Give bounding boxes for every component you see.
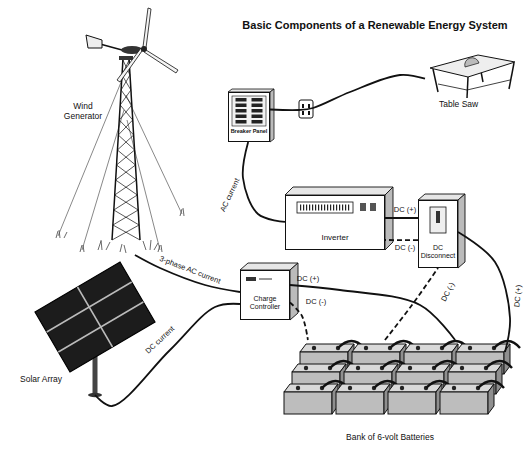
- wire-label: 3-phase AC current: [158, 255, 221, 285]
- outlet-slot: [302, 111, 304, 115]
- outlet-slot: [308, 111, 310, 115]
- saw-table: [430, 55, 515, 77]
- inverter-knob: [360, 203, 366, 211]
- switch-lever: [436, 211, 440, 223]
- inverter-box: Inverter: [285, 195, 385, 250]
- wind-tower: [56, 8, 184, 253]
- saw-leg: [509, 63, 514, 89]
- node-label: Table Saw: [439, 100, 499, 110]
- panel-face: [35, 262, 155, 372]
- outlet-slot: [308, 104, 310, 108]
- node-label: Inverter: [286, 234, 384, 243]
- switch-plate: [430, 207, 446, 233]
- saw-blade: [465, 58, 479, 67]
- outlet-slot: [302, 104, 304, 108]
- wire-connector: [243, 142, 285, 222]
- wire-label: DC (+): [513, 285, 522, 308]
- table-saw: Table Saw: [425, 48, 517, 112]
- wire-connector: [458, 232, 510, 352]
- inverter-art: [285, 187, 393, 250]
- saw-brace: [438, 84, 467, 90]
- box-front: [240, 270, 290, 320]
- wire-connector: [135, 255, 240, 292]
- rotor-hub: [141, 46, 147, 52]
- grass-tuft: [56, 208, 184, 253]
- solar-array: Solar Array: [20, 255, 155, 395]
- breaker-panel: Breaker Panel: [228, 92, 270, 142]
- breaker-switches: [252, 98, 263, 125]
- controller-indicator: [246, 277, 256, 281]
- wire-connector: [290, 303, 308, 341]
- wire-connector: [95, 304, 240, 406]
- battery-bank: Bank of 6-volt Batteries: [275, 340, 505, 450]
- rotor-blade: [143, 8, 151, 48]
- tail-vane: [86, 35, 102, 48]
- wire-label: DC (-): [306, 298, 326, 306]
- wire-label: DC (+): [297, 275, 319, 283]
- panel-grid: [58, 302, 143, 352]
- charge-controller-box: Charge Controller: [240, 270, 290, 320]
- tower-brace: [113, 60, 140, 240]
- breaker-panel-art: [228, 89, 274, 142]
- dc-disconnect-box: DC Disconnect: [418, 200, 458, 268]
- panel-grid: [47, 282, 132, 332]
- saw-brace: [467, 80, 510, 90]
- dc-disconnect-art: [418, 194, 465, 268]
- table-saw-art: [430, 55, 515, 98]
- breaker-switches: [236, 98, 247, 125]
- inverter-knob: [370, 203, 376, 211]
- box-side: [270, 89, 274, 142]
- diagram-title: Basic Components of a Renewable Energy S…: [226, 19, 524, 31]
- battery: [440, 381, 504, 414]
- wind-generator: Wind Generator: [55, 30, 185, 255]
- pole-base: [88, 393, 102, 397]
- tail-boom: [100, 44, 122, 50]
- inverter-display: [297, 202, 353, 213]
- box-front: [285, 195, 385, 250]
- wire-connector: [290, 285, 455, 340]
- battery-bank-art: [284, 341, 520, 414]
- controller-indicator: [259, 279, 272, 280]
- wire-label: AC current: [219, 177, 241, 213]
- box-front: [228, 92, 270, 142]
- box-front: [418, 200, 458, 268]
- node-label: DC Disconnect: [419, 244, 457, 260]
- box-side: [458, 194, 465, 268]
- wire-label: DC (+): [394, 206, 416, 214]
- rotor-blade: [117, 48, 142, 82]
- wire-connector: [270, 75, 425, 110]
- box-top: [240, 263, 298, 270]
- tower-brace: [112, 60, 139, 240]
- outlet-plate: [299, 100, 313, 118]
- box-top: [285, 187, 393, 195]
- wall-outlet: [299, 100, 313, 118]
- wire-connector: [385, 268, 438, 340]
- charge-controller-art: [240, 263, 298, 320]
- breaker-frame: [232, 96, 266, 126]
- node-label: Charge Controller: [241, 295, 289, 311]
- box-side: [290, 263, 298, 320]
- wire-connector: [385, 239, 418, 241]
- rotor-blade: [144, 50, 178, 73]
- guy-wire: [82, 110, 124, 250]
- wire-label: DC current: [144, 325, 176, 355]
- node-label: Solar Array: [20, 375, 80, 385]
- saw-leg: [467, 77, 468, 98]
- guy-wire: [127, 120, 160, 250]
- node-label: Bank of 6-volt Batteries: [275, 433, 505, 443]
- wire-connector: [385, 217, 418, 219]
- display-segments: [300, 205, 350, 211]
- box-side: [385, 187, 393, 250]
- tower-platform: [119, 56, 133, 60]
- wire-label: DC (-): [440, 281, 456, 303]
- saw-leg: [433, 69, 438, 92]
- wire-label: DC (-): [395, 244, 415, 252]
- node-label: Wind Generator: [57, 102, 109, 121]
- node-label: Breaker Panel: [230, 128, 268, 134]
